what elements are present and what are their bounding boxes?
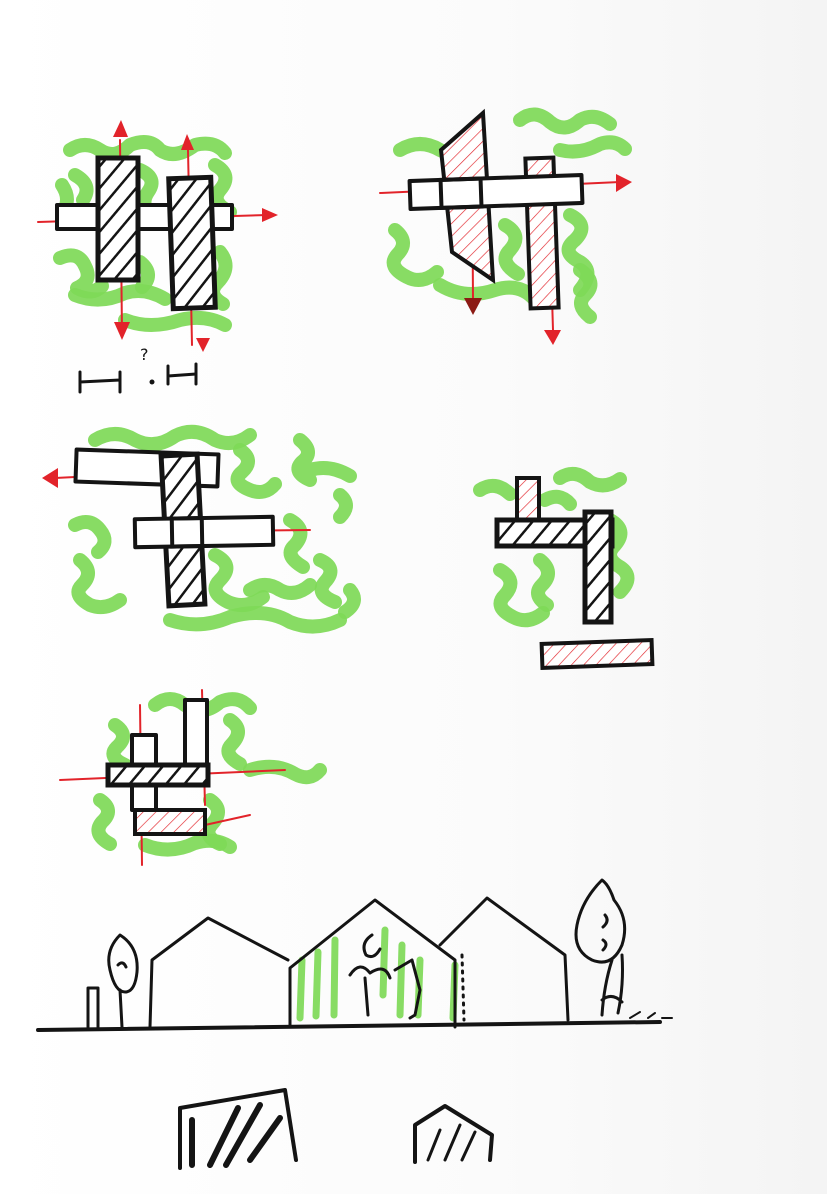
horizontal-block — [135, 810, 205, 834]
arrow-down-icon — [464, 298, 482, 315]
bollard — [88, 988, 98, 1027]
house-outline — [440, 898, 568, 1020]
arrow-down-icon — [114, 322, 130, 340]
tree-icon — [364, 935, 380, 957]
hatched-block — [108, 765, 208, 785]
tree-icon — [109, 935, 137, 1027]
street-elevation — [38, 880, 672, 1030]
arrow-up-icon — [113, 120, 128, 137]
arrow-left-icon — [42, 468, 58, 488]
sketch-2-greenery — [394, 114, 625, 317]
thumbnail-house-sketch — [415, 1106, 492, 1162]
tree-icon — [576, 880, 625, 1015]
hatched-block — [169, 177, 216, 308]
small-red-block — [517, 478, 539, 520]
arrow-down-icon — [196, 338, 210, 352]
sketch-4-l-shape — [480, 474, 652, 668]
sketch-2-skewed-blocks — [380, 113, 632, 345]
horizontal-block — [410, 175, 583, 209]
vertical-block — [185, 700, 207, 765]
green-house — [290, 900, 464, 1027]
arrow-right-icon — [262, 208, 278, 222]
hatched-block — [98, 158, 138, 280]
horizontal-block — [542, 640, 653, 668]
annotation-mark: ? — [140, 345, 149, 364]
sketch-5-tangent-blocks — [60, 690, 320, 865]
hatched-block — [585, 512, 611, 622]
arrow-right-icon — [616, 174, 632, 192]
sketch-3-offset-bars — [42, 432, 354, 627]
bottom-thumbnails — [180, 1090, 492, 1168]
sketch-1-cross-blocks: ? — [38, 120, 278, 392]
house-outline — [150, 918, 288, 1027]
thumbnail-box-sketch — [180, 1090, 296, 1168]
arrow-down-icon — [544, 330, 561, 345]
dimension-annotation: ? — [80, 345, 196, 392]
